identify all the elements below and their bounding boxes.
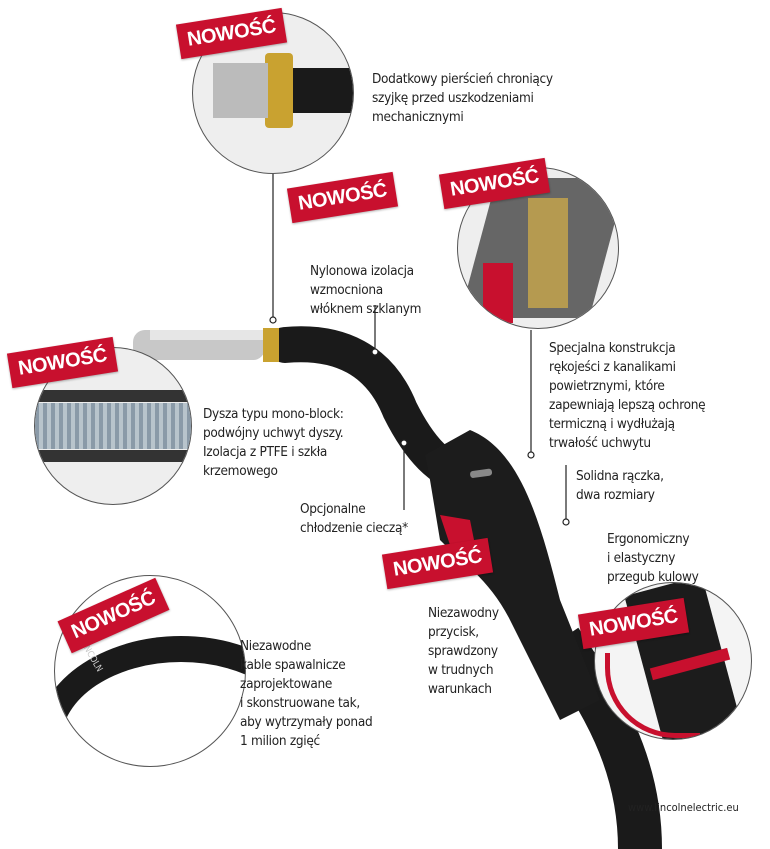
feature-mono-block-nozzle: Dysza typu mono-block: podwójny uchwyt d…: [203, 406, 344, 479]
feature-neck-ring: Dodatkowy pierścień chroniący szyjkę prz…: [372, 71, 553, 125]
feature-nylon-insulation: Nylonowa izolacja wzmocniona włóknem szk…: [310, 263, 422, 317]
feature-handle-air-channels: Specjalna konstrukcja rękojeści z kanali…: [549, 340, 706, 451]
feature-ball-joint: Ergonomiczny i elastyczny przegub kulowy: [607, 531, 699, 585]
gold-ring: [263, 328, 279, 362]
torch-handle: [425, 430, 600, 720]
website-link[interactable]: www.lincolnelectric.eu: [628, 801, 739, 814]
feature-trigger: Niezawodny przycisk, sprawdzony w trudny…: [428, 605, 499, 697]
feature-liquid-cooling: Opcjonalne chłodzenie cieczą*: [300, 501, 408, 536]
feature-cables: Niezawodne kable spawalnicze zaprojektow…: [240, 638, 373, 749]
feature-solid-handle: Solidna rączka, dwa rozmiary: [576, 468, 664, 503]
